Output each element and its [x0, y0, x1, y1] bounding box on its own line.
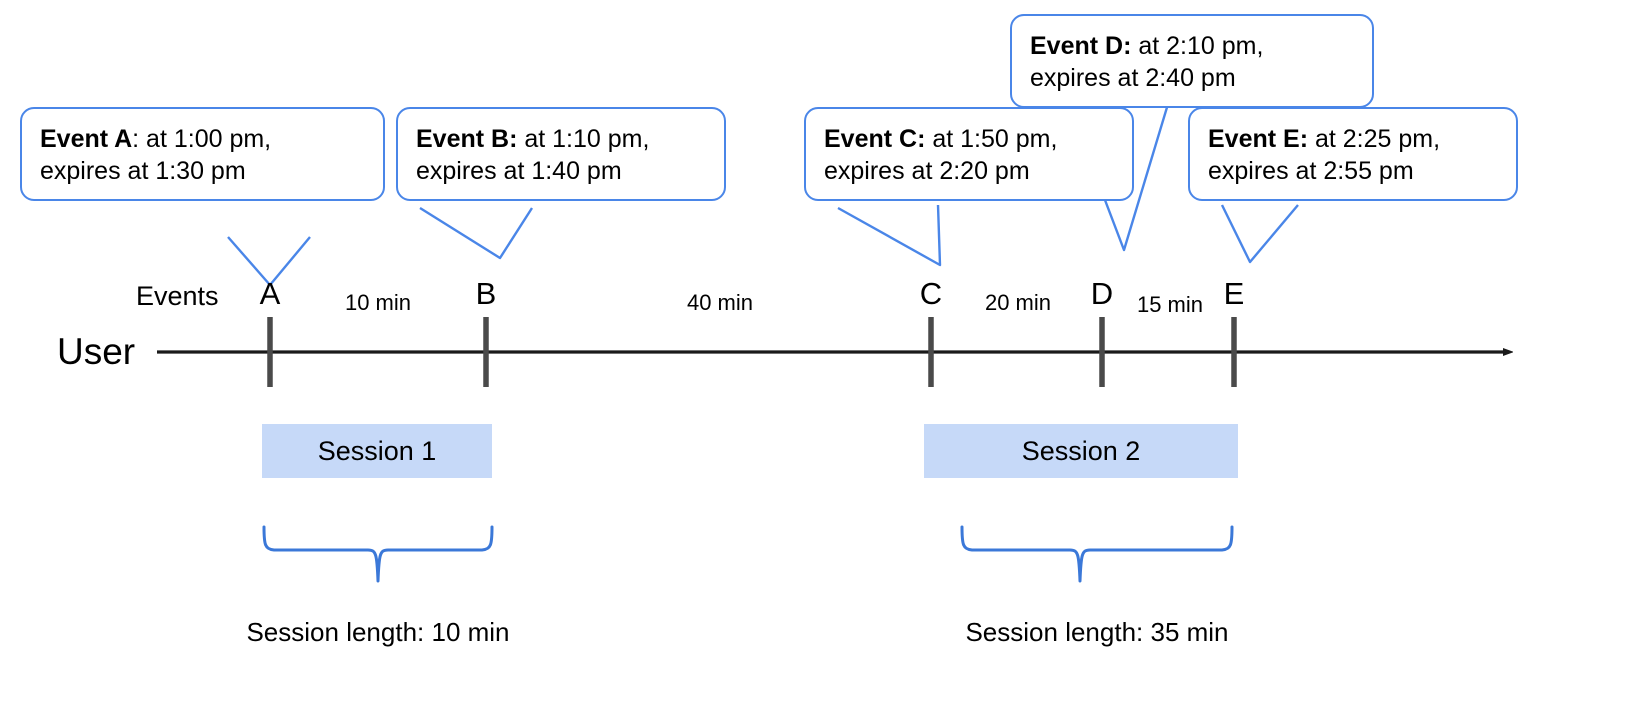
gap-label-b-c: 40 min	[686, 290, 754, 315]
callout-a-title: Event A	[40, 125, 133, 153]
callout-e-line1-rest: at 2:25 pm,	[1308, 125, 1441, 153]
callout-a-line1-rest: at 1:00 pm,	[139, 125, 272, 153]
callout-e-title: Event E:	[1208, 125, 1309, 153]
tick-label-c: C	[919, 276, 943, 311]
callout-b-line1-rest: at 1:10 pm,	[517, 125, 650, 153]
callout-tail-a	[227, 236, 311, 287]
callout-d-title: Event D:	[1030, 32, 1132, 60]
callout-tail-c	[837, 204, 942, 267]
callout-c-line1-rest: at 1:50 pm,	[925, 125, 1058, 153]
callout-event-c[interactable]: Event C: at 1:50 pm, expires at 2:20 pm	[804, 107, 1134, 201]
callout-b-title: Event B:	[416, 125, 518, 153]
callout-d-line2: expires at 2:40 pm	[1030, 64, 1236, 92]
callout-d-line1: Event D: at 2:10 pm,	[1030, 30, 1354, 62]
callout-d-line1-rest: at 2:10 pm,	[1131, 32, 1264, 60]
callout-event-b[interactable]: Event B: at 1:10 pm, expires at 1:40 pm	[396, 107, 726, 201]
gap-label-c-d: 20 min	[984, 290, 1052, 315]
callout-a-line1: Event A: at 1:00 pm,	[40, 123, 365, 155]
gap-label-a-b: 10 min	[344, 290, 412, 315]
callout-tail-e	[1220, 204, 1299, 264]
callout-e-line1: Event E: at 2:25 pm,	[1208, 123, 1498, 155]
callout-tail-b	[419, 206, 534, 260]
callout-e-line2: expires at 2:55 pm	[1208, 157, 1414, 185]
session-box-2[interactable]: Session 2	[924, 424, 1238, 478]
callout-c-title: Event C:	[824, 125, 926, 153]
tick-label-b: B	[475, 276, 497, 311]
tick-label-a: A	[259, 276, 281, 311]
session-2-length-label: Session length: 35 min	[965, 617, 1229, 647]
session-box-1[interactable]: Session 1	[262, 424, 492, 478]
lane-label-events: Events	[136, 281, 219, 311]
callout-c-line1: Event C: at 1:50 pm,	[824, 123, 1114, 155]
brace-session-1	[262, 525, 494, 583]
callout-c-line2: expires at 2:20 pm	[824, 157, 1030, 185]
gap-label-d-e: 15 min	[1136, 292, 1204, 317]
callout-a-title-tail: :	[132, 125, 140, 153]
tick-label-d: D	[1090, 276, 1114, 311]
callout-b-line2: expires at 1:40 pm	[416, 157, 622, 185]
callout-b-line1: Event B: at 1:10 pm,	[416, 123, 706, 155]
callout-event-d[interactable]: Event D: at 2:10 pm, expires at 2:40 pm	[1010, 14, 1374, 108]
callout-a-line2: expires at 1:30 pm	[40, 157, 246, 185]
lane-label-user: User	[57, 331, 136, 372]
tick-label-e: E	[1223, 276, 1245, 311]
callout-event-e[interactable]: Event E: at 2:25 pm, expires at 2:55 pm	[1188, 107, 1518, 201]
session-1-label: Session 1	[317, 435, 437, 466]
brace-session-2	[960, 525, 1234, 583]
session-2-label: Session 2	[1021, 435, 1141, 466]
session-1-length-label: Session length: 10 min	[246, 617, 510, 647]
callout-event-a[interactable]: Event A: at 1:00 pm, expires at 1:30 pm	[20, 107, 385, 201]
